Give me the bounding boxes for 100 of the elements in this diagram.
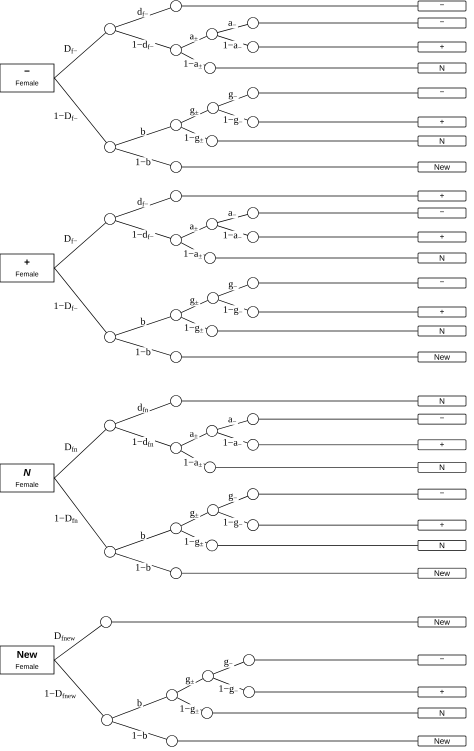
edge-label: 1−g$_{−}$	[222, 305, 244, 316]
branch-line	[115, 198, 171, 218]
edge-label: g$_{−}$	[227, 492, 239, 502]
edge-label: d$_{f−}$	[136, 6, 150, 18]
branch-circle	[247, 277, 259, 289]
branch-circle	[170, 567, 182, 579]
edge-label: b	[140, 530, 146, 540]
edge-label: 1−d$_{fn}$	[131, 437, 155, 448]
branch-circle	[204, 62, 216, 74]
branch-line	[218, 110, 248, 120]
branch-line	[218, 284, 248, 296]
branch-line	[180, 36, 208, 48]
outcome-box: N	[418, 62, 466, 74]
branch-line	[181, 166, 418, 168]
branch-circle	[206, 540, 218, 552]
branch-line	[180, 450, 206, 465]
branch-circle	[104, 420, 116, 432]
branch-line	[54, 478, 107, 548]
edge-label: D$_{fnew}$	[52, 631, 77, 642]
outcome-box: +	[418, 306, 466, 318]
branch-line	[176, 697, 202, 711]
edge-label: a$_{±}$	[188, 224, 200, 232]
branch-line	[54, 78, 107, 143]
branch-circle	[206, 28, 218, 40]
edge-label: 1−g$_{±}$	[183, 537, 205, 548]
edge-label: 1−g$_{−}$	[222, 115, 244, 126]
outcome-box: +	[418, 42, 466, 52]
edge-label: 1−d$_{f−}$	[130, 230, 156, 240]
branch-line	[115, 553, 171, 572]
edge-label: a$_{±}$	[188, 431, 200, 440]
edge-label: a$_{−}$	[227, 416, 238, 425]
branch-line	[213, 678, 244, 690]
edge-label: a$_{−}$	[227, 20, 238, 28]
edge-label: 1−g$_{±}$	[183, 133, 205, 144]
branch-line	[177, 740, 418, 742]
edge-label: 1−a$_{−}$	[222, 438, 244, 448]
branch-line	[217, 432, 248, 444]
branch-line	[217, 140, 418, 142]
edge-label: 1−a$_{−}$	[222, 230, 244, 241]
edge-label: g$_{−}$	[227, 281, 239, 290]
edge-label: 1−b	[130, 730, 148, 740]
outcome-box: +	[418, 232, 466, 242]
branch-line	[180, 127, 208, 139]
branch-line	[115, 402, 171, 424]
outcome-box: N	[418, 252, 466, 264]
branch-circle	[166, 735, 178, 747]
branch-circle	[247, 413, 259, 425]
branch-line	[112, 721, 167, 740]
edge-label: g$_{±}$	[188, 297, 200, 306]
outcome-box: New	[418, 568, 466, 579]
branch-line	[180, 52, 206, 66]
edge-label: 1−a$_{±}$	[182, 458, 204, 468]
edge-label: 1−b	[134, 347, 152, 356]
branch-circle	[170, 309, 182, 321]
outcome-box: −	[418, 88, 466, 98]
branch-circle	[207, 102, 219, 114]
outcome-box: +	[418, 439, 466, 450]
branch-circle	[170, 234, 182, 246]
branch-line	[115, 530, 171, 550]
branch-circle	[202, 670, 214, 682]
branch-circle	[204, 462, 216, 474]
branch-line	[218, 496, 248, 508]
outcome-box: N	[418, 462, 466, 473]
branch-circle	[170, 351, 182, 363]
branch-line	[115, 8, 171, 28]
edge-label: 1−g$_{±}$	[178, 704, 200, 715]
outcome-box: −	[418, 488, 466, 500]
branch-circle	[247, 488, 259, 500]
branch-circle	[206, 425, 218, 437]
edge-label: 1−b	[134, 157, 152, 166]
branch-circle	[206, 218, 218, 230]
outcome-box: −	[418, 414, 466, 424]
branch-circle	[104, 23, 116, 35]
branch-line	[54, 429, 106, 478]
branch-line	[258, 212, 418, 214]
branch-circle	[247, 207, 259, 219]
edge-label: 1−b	[134, 562, 152, 572]
branch-line	[54, 32, 106, 78]
outcome-box: +	[418, 190, 466, 202]
branch-circle	[170, 44, 182, 56]
branch-circle	[247, 17, 259, 29]
branch-circle	[206, 135, 218, 147]
outcome-box: N	[418, 136, 466, 146]
outcome-box: N	[418, 326, 466, 336]
edge-label: 1−a$_{±}$	[182, 249, 204, 260]
edge-label: g$_{±}$	[184, 676, 196, 686]
edge-label: D$_{f−}$	[62, 44, 79, 54]
outcome-box: New	[418, 616, 466, 628]
branch-line	[180, 300, 208, 313]
branch-line	[258, 418, 418, 420]
branch-line	[115, 316, 171, 336]
branch-line	[217, 214, 248, 223]
branch-line	[258, 444, 418, 446]
edge-label: D$_{fn}$	[63, 442, 79, 453]
edge-label: 1−D$_{f−}$	[52, 301, 80, 312]
edge-label: g$_{±}$	[188, 510, 200, 519]
edge-label: 1−d$_{f−}$	[130, 40, 156, 50]
outcome-box: −	[418, 278, 466, 288]
branch-circle	[243, 686, 255, 698]
branch-line	[180, 317, 208, 329]
